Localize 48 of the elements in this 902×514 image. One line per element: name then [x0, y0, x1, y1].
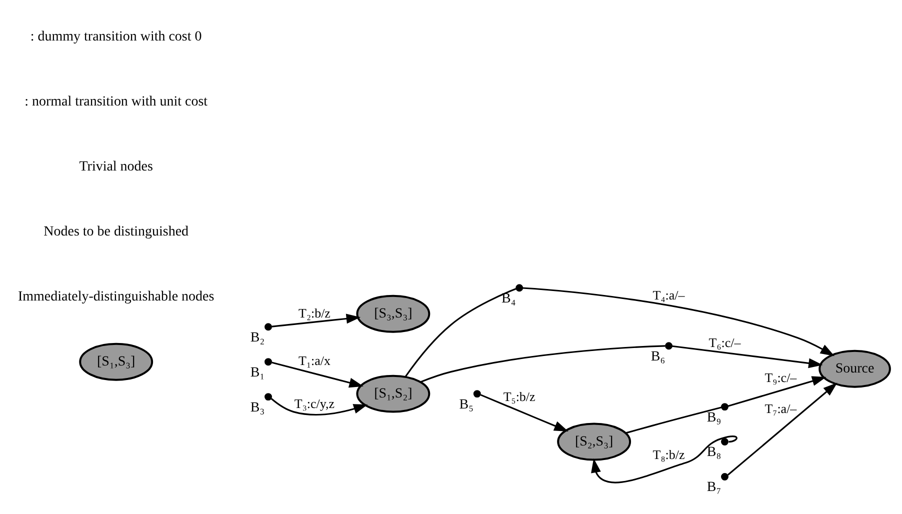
node-label: B₇ — [706, 480, 722, 496]
connector — [404, 288, 516, 378]
edge-label: T₃:c/y,z — [294, 396, 335, 412]
node-circle — [721, 473, 728, 480]
node-ellipse: [S₁,S₃] — [79, 342, 154, 381]
legend-label: : dummy transition with cost 0 — [30, 30, 202, 45]
node-circle — [264, 323, 272, 331]
node-label: B₈ — [706, 445, 722, 460]
edge-label: T₁:a/x — [298, 353, 330, 368]
edge-label: T₇:a/– — [764, 401, 797, 416]
node-circle — [264, 393, 272, 401]
node-circle — [264, 358, 272, 366]
label: Immediately-distinguishable nodes — [18, 290, 214, 305]
arrow — [672, 345, 823, 368]
node-label: B₅ — [459, 397, 474, 412]
label: Nodes to be distinguished — [44, 224, 189, 240]
arrow — [480, 394, 568, 432]
arrow — [272, 362, 364, 388]
node-circle — [721, 438, 728, 446]
edge-label: T₆:c/– — [708, 335, 741, 350]
connector — [625, 406, 722, 434]
node-ellipse: [S₃,S₃] — [356, 294, 430, 333]
edge-label: T₄:a/– — [652, 287, 685, 302]
node-label: B₆ — [650, 349, 666, 364]
edge-label: T₅:b/z — [503, 389, 536, 404]
label: Trivial nodes — [79, 160, 153, 175]
legend-label: : normal transition with unit cost — [24, 94, 208, 110]
connector — [420, 345, 666, 383]
node-ellipse: [S₂,S₃] — [557, 422, 632, 461]
arrow — [591, 436, 738, 484]
node-label: B₁ — [250, 365, 265, 380]
edge-label: T₉:c/– — [764, 370, 797, 386]
arrow — [270, 398, 368, 416]
node-circle — [665, 342, 672, 350]
node-ellipse: [S₁,S₂] — [356, 374, 430, 413]
arrow — [272, 314, 361, 328]
edge-label: T₈:b/z — [652, 447, 685, 462]
node-label: B₂ — [250, 330, 265, 346]
node-label: B₉ — [706, 410, 722, 426]
node-label: B₃ — [250, 400, 265, 416]
edge-label: T₂:b/z — [298, 305, 330, 320]
node-circle — [473, 390, 481, 398]
node-ellipse: Source — [818, 350, 891, 388]
node-circle — [721, 403, 728, 411]
arrow — [727, 382, 838, 476]
node-circle — [516, 284, 524, 292]
arrow — [522, 287, 835, 356]
arrow — [728, 376, 826, 407]
